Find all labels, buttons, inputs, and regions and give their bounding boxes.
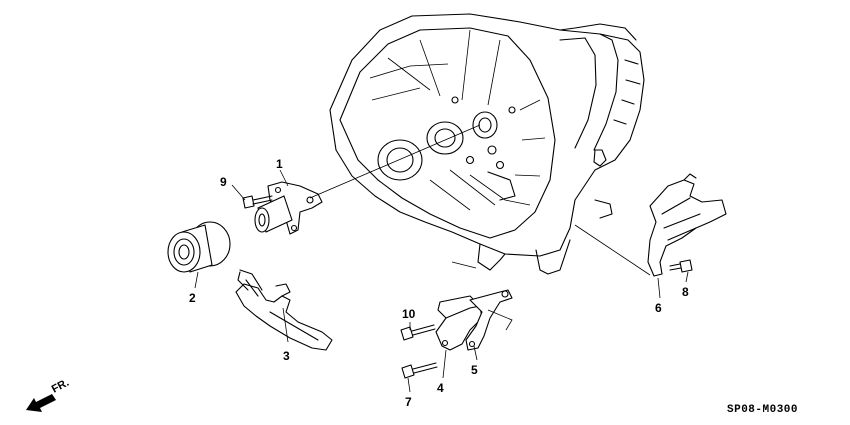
cover-plate <box>647 173 727 277</box>
diagram-code: SP08-M0300 <box>727 404 798 416</box>
callout-6: 6 <box>655 301 662 315</box>
bolt-8 <box>669 259 693 273</box>
callout-1: 1 <box>276 157 283 171</box>
release-fork <box>235 269 333 351</box>
leader-cover-to-case <box>574 224 651 276</box>
callout-7: 7 <box>405 395 412 409</box>
leader-guide-to-case <box>309 124 481 199</box>
callout-9: 9 <box>220 175 227 189</box>
bolt-7 <box>401 362 438 379</box>
front-label: FR. <box>50 377 71 396</box>
release-bearing-guide <box>254 181 323 235</box>
release-bearing <box>167 221 231 273</box>
callout-8: 8 <box>682 285 689 299</box>
callout-5: 5 <box>471 363 478 377</box>
callout-10: 10 <box>402 307 416 321</box>
transmission-case <box>329 13 645 275</box>
bracket-assembly <box>435 289 513 351</box>
bolt-9 <box>242 195 273 209</box>
bolt-10 <box>400 324 436 341</box>
callout-4: 4 <box>437 381 444 395</box>
callout-labels: 1 2 3 4 5 6 7 8 9 10 <box>189 157 689 409</box>
callout-2: 2 <box>189 291 196 305</box>
callout-3: 3 <box>283 349 290 363</box>
callout-leaders <box>194 169 689 393</box>
front-direction-indicator: FR. <box>26 377 71 412</box>
front-arrow-icon <box>26 394 56 412</box>
